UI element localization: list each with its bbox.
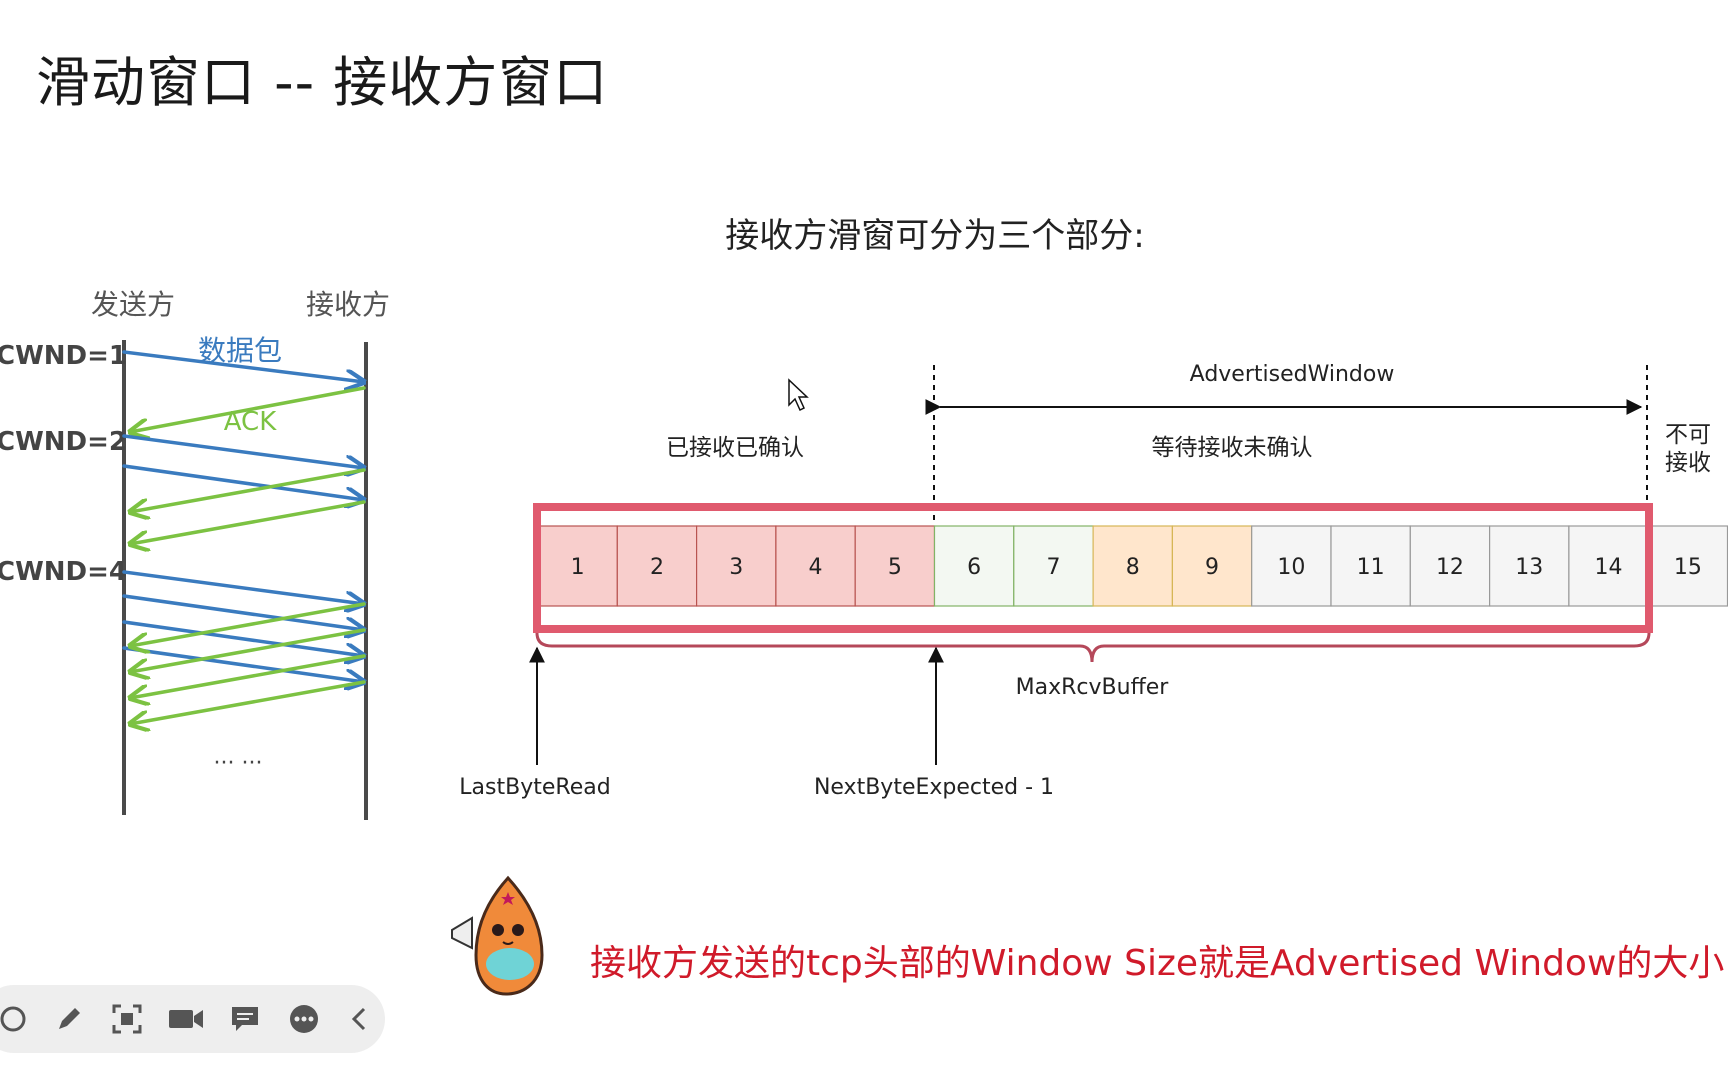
comment-icon[interactable]	[222, 985, 268, 1053]
byte-cell	[1409, 525, 1491, 607]
sender-label: 发送方	[91, 288, 175, 321]
waiting-label: 等待接收未确认	[1152, 435, 1313, 461]
mascot-icon	[451, 875, 544, 996]
record-icon[interactable]	[0, 985, 36, 1053]
next-byte-expected-label: NextByteExpected - 1	[814, 775, 1054, 800]
byte-cell	[695, 525, 777, 607]
max-buffer-label: MaxRcvBuffer	[1016, 675, 1170, 700]
window-size-note: 接收方发送的tcp头部的Window Size就是Advertised Wind…	[590, 943, 1728, 984]
byte-cell-label: 9	[1205, 555, 1219, 580]
data-arrow	[122, 646, 364, 682]
byte-cell	[1330, 525, 1411, 607]
byte-cell-label: 1	[571, 555, 585, 580]
advertised-window-label: AdvertisedWindow	[1190, 362, 1395, 387]
sender-receiver-diagram: 发送方 接收方 CWND=1 CWND=2 CWND=4 数据包 ACK ···…	[0, 288, 390, 820]
byte-cell-label: 8	[1126, 555, 1140, 580]
buffer-border	[533, 503, 1653, 633]
byte-cell-label: 2	[650, 555, 664, 580]
pen-icon[interactable]	[46, 985, 92, 1053]
cwnd-label: CWND=4	[0, 557, 127, 587]
cwnd-label: CWND=1	[0, 341, 127, 371]
page-title: 滑动窗口 -- 接收方窗口	[36, 51, 609, 114]
byte-cell	[775, 525, 856, 607]
byte-cell	[1488, 525, 1570, 607]
max-buffer-brace	[535, 632, 1651, 663]
data-arrow	[122, 464, 364, 500]
data-arrow	[122, 350, 364, 382]
byte-cell-label: 10	[1277, 555, 1305, 580]
byte-cell	[1647, 525, 1728, 607]
data-arrow	[122, 620, 364, 656]
receiver-label: 接收方	[306, 288, 390, 321]
byte-cell	[1092, 525, 1173, 607]
byte-cell	[854, 525, 936, 607]
byte-cell	[1013, 525, 1094, 607]
ack-arrow	[130, 468, 366, 512]
ack-arrow	[130, 602, 366, 646]
byte-cell-label: 11	[1357, 555, 1385, 580]
not-receivable-label: 接收	[1665, 450, 1711, 476]
screenshot-icon[interactable]	[104, 985, 150, 1053]
byte-cell	[1568, 525, 1649, 607]
byte-cell-label: 4	[809, 555, 823, 580]
byte-cell-label: 12	[1436, 555, 1464, 580]
cwnd-label: CWND=2	[0, 427, 127, 457]
byte-cell-label: 7	[1046, 555, 1060, 580]
byte-cell-label: 5	[888, 555, 902, 580]
byte-cell	[1171, 525, 1253, 607]
byte-cell	[1251, 525, 1332, 607]
ack-arrow	[130, 500, 366, 544]
subtitle: 接收方滑窗可分为三个部分:	[725, 216, 1145, 256]
ack-arrow	[130, 680, 366, 724]
byte-cell-label: 6	[967, 555, 981, 580]
byte-cell	[933, 525, 1015, 607]
byte-cell-label: 3	[729, 555, 743, 580]
last-byte-read-label: LastByteRead	[459, 775, 610, 800]
ellipsis: ··· ···	[214, 751, 263, 776]
not-receivable-label: 不可	[1665, 422, 1711, 448]
received-acked-label: 已接收已确认	[666, 435, 804, 461]
ack-arrow	[130, 628, 366, 672]
more-icon[interactable]	[281, 985, 327, 1053]
data-arrow	[122, 434, 364, 468]
ack-arrow	[130, 654, 366, 698]
byte-cell-label: 15	[1674, 555, 1702, 580]
camera-icon[interactable]	[163, 985, 209, 1053]
cursor-icon	[788, 378, 809, 412]
collapse-icon[interactable]	[336, 985, 382, 1053]
data-arrow	[122, 594, 364, 630]
data-arrow	[122, 570, 364, 604]
ack-arrow	[130, 386, 366, 432]
byte-cell-label: 14	[1595, 555, 1623, 580]
byte-cell	[616, 525, 698, 607]
presentation-toolbar	[0, 985, 385, 1053]
byte-cell-label: 13	[1515, 555, 1543, 580]
